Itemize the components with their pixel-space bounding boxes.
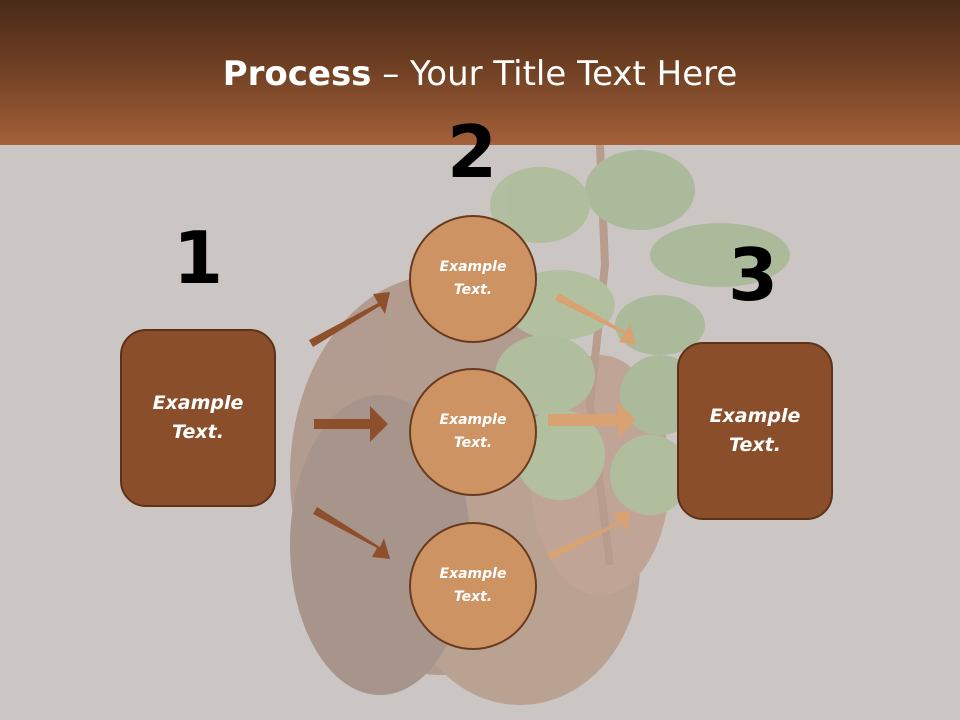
circle-bottom-line1: Example <box>439 566 507 582</box>
arrow-to-middle <box>314 406 388 442</box>
step-number-3: 3 <box>727 233 779 317</box>
step-3-text-line2: Text. <box>729 434 781 456</box>
circle-middle-line1: Example <box>439 412 507 428</box>
title-bar <box>0 0 960 145</box>
circle-top-line1: Example <box>439 259 507 275</box>
step-3-text-line1: Example <box>709 405 801 427</box>
step-1-text-line2: Text. <box>172 421 224 443</box>
step-1-text-line1: Example <box>152 392 244 414</box>
step-number-2: 2 <box>446 110 498 194</box>
title-rest: – Your Title Text Here <box>371 54 738 94</box>
arrow-from-bottom <box>548 511 631 560</box>
arrow-from-middle <box>548 402 636 438</box>
slide-title: Process – Your Title Text Here <box>0 52 960 96</box>
circle-middle-line2: Text. <box>453 435 493 451</box>
title-bold: Process <box>222 54 372 94</box>
step-number-1: 1 <box>172 216 224 300</box>
arrow-to-top <box>309 292 390 347</box>
arrow-to-bottom <box>313 507 390 559</box>
circle-bottom-line2: Text. <box>453 589 493 605</box>
circle-top-line2: Text. <box>453 282 493 298</box>
arrow-from-top <box>555 293 636 345</box>
